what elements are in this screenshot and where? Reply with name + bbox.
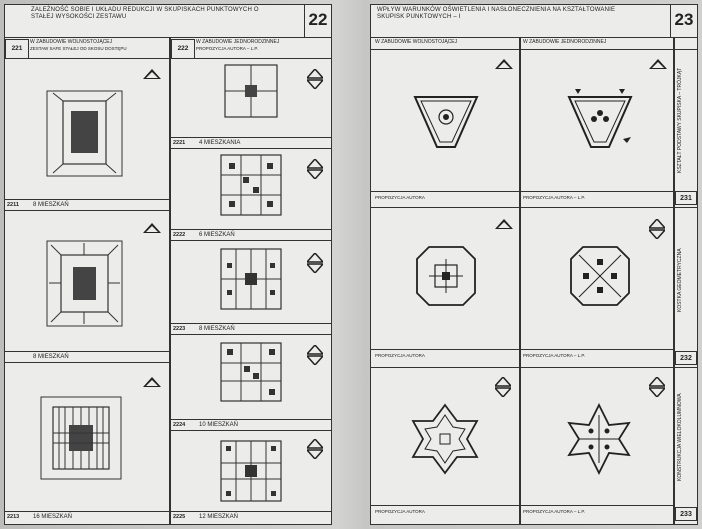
triangle-icon	[143, 223, 161, 233]
row-label: 8 MIESZKAŃ	[199, 326, 235, 332]
page-22-number: 22	[304, 5, 331, 37]
divider	[371, 49, 697, 50]
plan-drawing	[47, 241, 122, 326]
divider	[371, 207, 697, 208]
row-left-label: PROPOZYCJA AUTORA	[375, 353, 515, 359]
column-divider	[169, 37, 171, 524]
divider	[371, 367, 697, 368]
octagon-plan-drawing	[569, 245, 631, 307]
col-221-sub: ZESTAW SAFE STAŁEJ OD SKOSU DOSTĘPU	[30, 46, 165, 52]
divider	[371, 505, 673, 506]
row-code: 2225	[173, 514, 185, 520]
row-code-232: 232	[675, 351, 697, 365]
row-left-label: PROPOZYCJA AUTORA	[375, 509, 515, 515]
double-triangle-icon	[307, 69, 323, 89]
star-plan-drawing	[563, 403, 635, 475]
triangle-icon	[495, 59, 513, 69]
plan-drawing	[221, 441, 281, 501]
row-side-caption: KONSTRUKCJA WIELOKOLUMNOWA	[677, 373, 695, 501]
double-triangle-icon	[307, 345, 323, 365]
col-222-title: W ZABUDOWIE JEDNORODZINNEJ	[196, 39, 306, 45]
row-side-caption: KOSTKA GEOMETRYCZNA	[677, 215, 695, 345]
row-code: 2223	[173, 326, 185, 332]
page-23: WPŁYW WARUNKÓW OŚWIETLENIA I NASŁONECZNI…	[370, 4, 698, 525]
row-label: 10 MIESZKAŃ	[199, 422, 238, 428]
col-222-code: 222	[171, 39, 195, 59]
row-code-231: 231	[675, 191, 697, 205]
double-triangle-icon	[307, 253, 323, 273]
triangle-icon	[143, 69, 161, 79]
page-23-header: WPŁYW WARUNKÓW OŚWIETLENIA I NASŁONECZNI…	[371, 5, 697, 38]
column-divider	[519, 37, 521, 524]
row-2211: 2211 8 MIESZKAŃ	[5, 199, 169, 211]
row-2222: 2222 6 MIESZKAŃ	[171, 229, 331, 241]
plan-drawing	[47, 91, 122, 176]
plan-drawing	[41, 397, 121, 479]
plan-drawing	[221, 249, 281, 309]
page-22-title: ZALEŻNOŚĆ SOBIE I UKŁADU REDUKCJI W SKUP…	[31, 7, 281, 21]
page-22-header: ZALEŻNOŚĆ SOBIE I UKŁADU REDUKCJI W SKUP…	[5, 5, 331, 38]
col-221-code: 221	[5, 39, 29, 59]
row-code: 2221	[173, 140, 185, 146]
page-23-title: WPŁYW WARUNKÓW OŚWIETLENIA I NASŁONECZNI…	[377, 7, 627, 21]
col-left-title: W ZABUDOWIE WOLNOSTOJĄCEJ	[375, 39, 515, 45]
col-right-title: W ZABUDOWIE JEDNORODZINNEJ	[523, 39, 663, 45]
row-label: 6 MIESZKAŃ	[199, 232, 235, 238]
row-label: 16 MIESZKAŃ	[33, 514, 72, 520]
row-2221: 2221 4 MIESZKANIA	[171, 137, 331, 149]
row-2224: 2224 10 MIESZKAŃ	[171, 419, 331, 431]
triangle-icon	[143, 377, 161, 387]
row-label: 8 MIESZKAŃ	[33, 202, 69, 208]
row-right-label: PROPOZYCJA AUTORA – L.P.	[523, 195, 663, 201]
divider	[371, 191, 673, 192]
row-2213: 2213 16 MIESZKAŃ	[5, 511, 169, 523]
double-triangle-icon	[495, 377, 511, 397]
row-code-233: 233	[675, 507, 697, 521]
double-triangle-icon	[307, 439, 323, 459]
col-221-title: W ZABUDOWIE WOLNOSTOJĄCEJ	[30, 39, 165, 45]
double-triangle-icon	[649, 377, 665, 397]
row-right-label: PROPOZYCJA AUTORA – L.P.	[523, 509, 663, 515]
plan-drawing	[221, 343, 281, 401]
divider	[5, 58, 331, 59]
triangle-plan-drawing	[411, 85, 481, 155]
plan-drawing	[221, 155, 281, 215]
row-2212: 8 MIESZKAŃ	[5, 351, 169, 363]
triangle-plan-drawing	[565, 85, 635, 155]
row-code: 2222	[173, 232, 185, 238]
row-label: 8 MIESZKAŃ	[33, 354, 69, 360]
row-code: 2224	[173, 422, 185, 428]
page-23-number: 23	[670, 5, 697, 37]
row-label: 12 MIESZKAŃ	[199, 514, 238, 520]
star-plan-drawing	[409, 403, 481, 475]
double-triangle-icon	[307, 159, 323, 179]
triangle-icon	[495, 219, 513, 229]
row-label: 4 MIESZKANIA	[199, 140, 240, 146]
page-22: ZALEŻNOŚĆ SOBIE I UKŁADU REDUKCJI W SKUP…	[4, 4, 332, 525]
row-left-label: PROPOZYCJA AUTORA	[375, 195, 515, 201]
row-code: 2213	[7, 514, 19, 520]
row-2225: 2225 12 MIESZKAŃ	[171, 511, 331, 523]
row-2223: 2223 8 MIESZKAŃ	[171, 323, 331, 335]
col-222-sub: PROPOZYCJA AUTORA – L.P.	[196, 46, 306, 52]
divider	[371, 349, 673, 350]
triangle-icon	[649, 59, 667, 69]
row-code: 2211	[7, 202, 19, 208]
double-triangle-icon	[649, 219, 665, 239]
plan-drawing	[225, 65, 277, 117]
side-column-divider	[673, 37, 675, 524]
row-right-label: PROPOZYCJA AUTORA – L.P.	[523, 353, 663, 359]
octagon-plan-drawing	[415, 245, 477, 307]
row-side-caption: KSZTAŁT PODSTAWY SKUPISKA – TRÓJKĄT	[677, 55, 695, 185]
